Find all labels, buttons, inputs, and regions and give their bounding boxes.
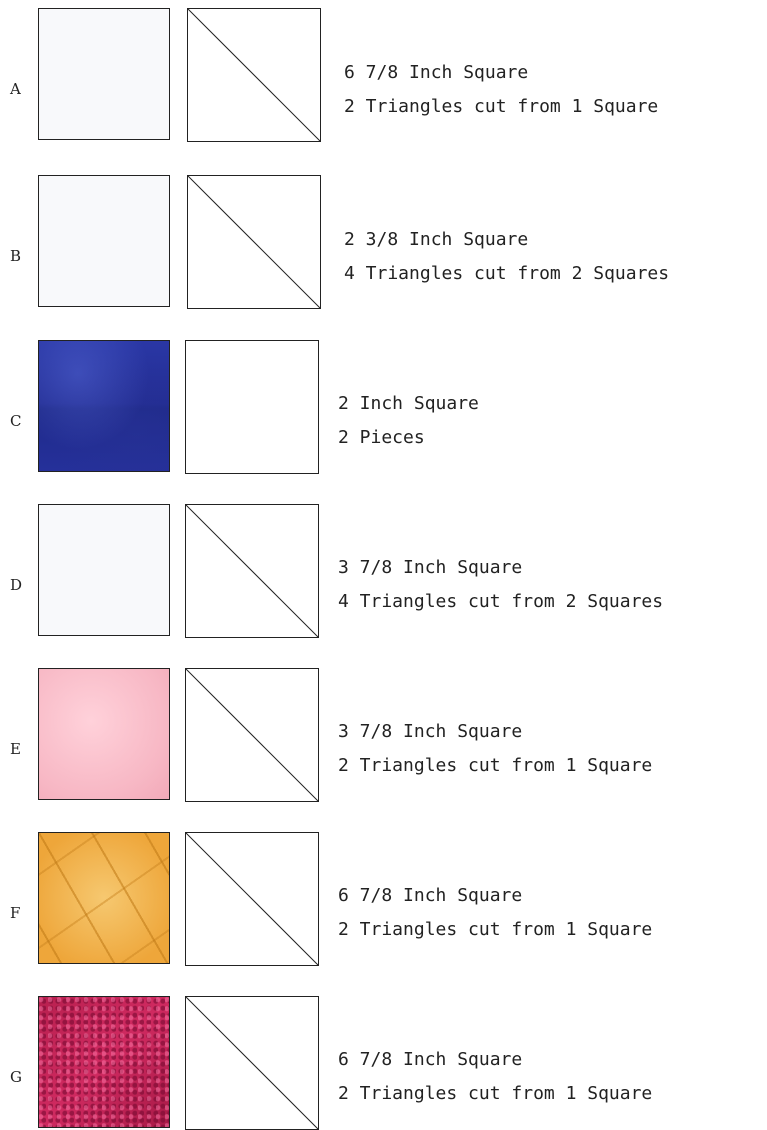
piece-count: 2 Triangles cut from 1 Square: [338, 1077, 652, 1111]
row-letter: G: [10, 1068, 22, 1086]
fabric-row-e: E 3 7/8 Inch Square 2 Triangles cut from…: [0, 668, 767, 800]
fabric-row-c: C 2 Inch Square 2 Pieces: [0, 340, 767, 472]
row-letter: A: [10, 80, 21, 98]
fabric-row-a: A 6 7/8 Inch Square 2 Triangles cut from…: [0, 8, 767, 140]
cut-info: 3 7/8 Inch Square 4 Triangles cut from 2…: [338, 551, 663, 619]
piece-count: 2 Triangles cut from 1 Square: [338, 749, 652, 783]
fabric-row-d: D 3 7/8 Inch Square 4 Triangles cut from…: [0, 504, 767, 636]
piece-count: 4 Triangles cut from 2 Squares: [344, 257, 669, 291]
square-size: 6 7/8 Inch Square: [338, 879, 652, 913]
fabric-row-b: B 2 3/8 Inch Square 4 Triangles cut from…: [0, 175, 767, 307]
fabric-swatch-gold: [38, 832, 170, 964]
square-size: 2 3/8 Inch Square: [344, 223, 669, 257]
cut-info: 2 3/8 Inch Square 4 Triangles cut from 2…: [344, 223, 669, 291]
square-size: 3 7/8 Inch Square: [338, 551, 663, 585]
cut-diagram-diagonal: [185, 996, 319, 1130]
cut-diagram-plain: [185, 340, 319, 474]
fabric-swatch-white: [38, 504, 170, 636]
cut-info: 3 7/8 Inch Square 2 Triangles cut from 1…: [338, 715, 652, 783]
fabric-swatch-pink: [38, 668, 170, 800]
piece-count: 4 Triangles cut from 2 Squares: [338, 585, 663, 619]
piece-count: 2 Pieces: [338, 421, 479, 455]
fabric-row-g: G 6 7/8 Inch Square 2 Triangles cut from…: [0, 996, 767, 1128]
cut-info: 2 Inch Square 2 Pieces: [338, 387, 479, 455]
row-letter: F: [10, 904, 20, 922]
fabric-swatch-white: [38, 175, 170, 307]
fabric-swatch-white: [38, 8, 170, 140]
row-letter: E: [10, 740, 21, 758]
piece-count: 2 Triangles cut from 1 Square: [338, 913, 652, 947]
cut-info: 6 7/8 Inch Square 2 Triangles cut from 1…: [344, 56, 658, 124]
cut-diagram-diagonal: [185, 832, 319, 966]
fabric-row-f: F 6 7/8 Inch Square 2 Triangles cut from…: [0, 832, 767, 964]
row-letter: D: [10, 576, 22, 594]
fabric-swatch-magenta: [38, 996, 170, 1128]
cut-info: 6 7/8 Inch Square 2 Triangles cut from 1…: [338, 879, 652, 947]
cut-info: 6 7/8 Inch Square 2 Triangles cut from 1…: [338, 1043, 652, 1111]
square-size: 2 Inch Square: [338, 387, 479, 421]
square-size: 6 7/8 Inch Square: [338, 1043, 652, 1077]
cut-diagram-diagonal: [185, 504, 319, 638]
square-size: 3 7/8 Inch Square: [338, 715, 652, 749]
row-letter: C: [10, 412, 21, 430]
fabric-swatch-navy: [38, 340, 170, 472]
cut-diagram-diagonal: [185, 668, 319, 802]
square-size: 6 7/8 Inch Square: [344, 56, 658, 90]
piece-count: 2 Triangles cut from 1 Square: [344, 90, 658, 124]
cut-diagram-diagonal: [187, 175, 321, 309]
row-letter: B: [10, 247, 21, 265]
cut-diagram-diagonal: [187, 8, 321, 142]
